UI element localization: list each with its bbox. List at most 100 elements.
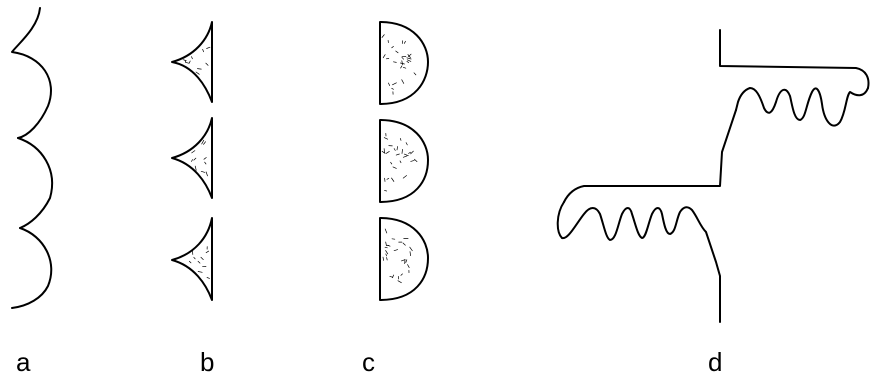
panel-b-concave-triangles: [171, 21, 213, 301]
arc-a-3: [11, 227, 53, 309]
label-a: a: [16, 347, 31, 377]
speckle-mark: [392, 274, 395, 279]
speckle-mark: [396, 146, 398, 151]
speckle-mark: [406, 61, 410, 63]
speckle-mark: [202, 48, 204, 53]
speckle-mark: [403, 40, 406, 44]
semicircle-2: [379, 119, 429, 203]
speckle-mark: [405, 142, 408, 146]
speckle-mark: [206, 277, 210, 279]
speckle-mark: [399, 138, 402, 141]
speckle-mark: [413, 72, 417, 76]
speckle-mark: [201, 139, 205, 145]
speckle-mark: [409, 246, 413, 252]
speckle-mark: [391, 87, 394, 90]
speckle-mark: [391, 177, 395, 182]
speckle-mark: [203, 157, 207, 160]
speckle-mark: [205, 171, 208, 177]
speckle-mark: [410, 150, 414, 155]
speckle-mark: [393, 249, 399, 252]
speckle-mark: [402, 175, 407, 179]
speckle-mark: [414, 158, 418, 162]
speckle-mark: [386, 178, 390, 180]
speckle-mark: [388, 82, 391, 86]
label-d: d: [708, 347, 723, 377]
arc-a-2: [17, 137, 54, 229]
speckle-mark: [381, 150, 386, 154]
speckle-mark: [200, 256, 204, 260]
speckle-mark: [410, 160, 415, 162]
speckle-mark: [200, 170, 206, 173]
panel-d-stepped-profile: [556, 29, 870, 323]
speckle-mark: [395, 153, 400, 156]
speckle-mark: [184, 59, 187, 63]
speckle-mark: [382, 256, 384, 261]
speckle-mark: [400, 65, 403, 69]
speckle-mark: [393, 61, 397, 63]
speckle-mark: [408, 53, 412, 57]
speckle-mark: [205, 250, 210, 254]
speckle-mark: [191, 159, 193, 162]
speckle-mark: [188, 260, 192, 264]
speckle-mark: [401, 148, 403, 154]
speckle-mark: [409, 251, 411, 257]
speckle-mark: [384, 246, 388, 249]
panel-c-semicircles: [379, 21, 429, 301]
speckle-mark: [197, 271, 203, 273]
speckle-mark: [403, 153, 409, 157]
speckle-mark: [392, 82, 397, 86]
speckle-mark: [406, 57, 412, 60]
semicircle-1: [379, 21, 429, 105]
profile-upper-step: [719, 29, 870, 89]
concave-triangle-2: [171, 117, 213, 199]
concave-triangle-3: [171, 217, 213, 301]
speckle-mark: [402, 155, 408, 158]
profile-middle-step: [563, 109, 737, 203]
profile-lower-wave: [556, 201, 721, 323]
speckle-mark: [390, 161, 393, 165]
speckle-mark: [382, 54, 386, 59]
speckle-mark: [383, 137, 389, 140]
speckle-mark: [406, 59, 412, 62]
speckle-mark: [405, 259, 408, 263]
speckle-mark: [401, 259, 406, 262]
speckle-mark: [193, 157, 197, 161]
speckle-mark: [408, 151, 411, 154]
speckle-mark: [399, 160, 402, 164]
speckle-mark: [381, 34, 385, 38]
speckle-mark: [188, 60, 191, 64]
speckle-mark: [193, 256, 196, 260]
speckle-mark: [384, 228, 388, 234]
panel-a-scalloped-arcs: [11, 7, 54, 309]
label-c: c: [362, 347, 375, 377]
speckle-mark: [206, 46, 211, 49]
speckle-mark: [204, 161, 207, 165]
speckle-mark: [395, 50, 399, 54]
speckle-mark: [197, 260, 201, 264]
speckle-mark: [385, 253, 387, 257]
speckle-mark: [197, 68, 202, 70]
speckle-mark: [401, 56, 404, 60]
speckle-mark: [400, 273, 403, 276]
speckle-mark: [191, 150, 196, 154]
speckle-mark: [391, 46, 394, 49]
speckle-mark: [401, 79, 405, 84]
speckle-mark: [387, 244, 391, 247]
concave-triangle-1: [171, 21, 213, 103]
speckle-mark: [195, 71, 200, 75]
speckle-mark: [185, 61, 190, 64]
speckle-mark: [385, 250, 389, 255]
speckle-mark: [205, 62, 209, 66]
speckle-mark: [385, 151, 390, 154]
speckle-mark: [402, 66, 407, 69]
label-b: b: [200, 347, 215, 377]
profile-upper-wave: [735, 87, 869, 127]
speckle-mark: [386, 257, 388, 261]
speckle-mark: [384, 190, 387, 192]
speckle-mark: [407, 264, 410, 268]
speckle-mark: [402, 242, 406, 246]
speckle-mark: [393, 148, 396, 151]
semicircle-3: [379, 217, 429, 301]
speckle-mark: [191, 56, 193, 60]
speckle-mark: [392, 166, 397, 169]
